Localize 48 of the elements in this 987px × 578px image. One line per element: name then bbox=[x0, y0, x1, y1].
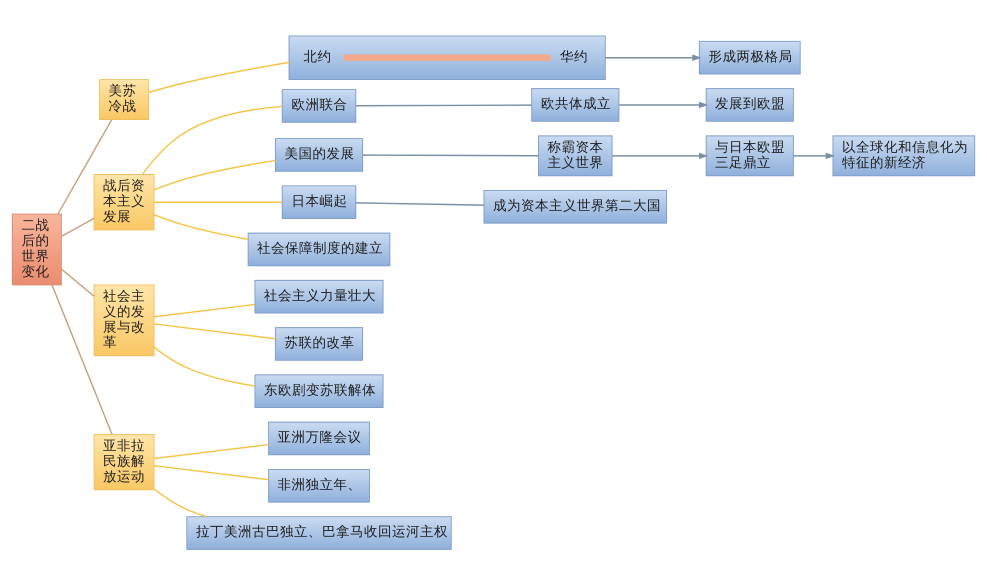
node-box: 成为资本主义世界第二大国 bbox=[484, 190, 668, 224]
cluster bbox=[288, 35, 606, 80]
node-box: 社会保障制度的建立 bbox=[248, 232, 390, 266]
connector bbox=[356, 104, 532, 106]
arrow bbox=[612, 152, 708, 160]
connector bbox=[154, 346, 255, 387]
node-text: 华约 bbox=[560, 48, 588, 65]
connector bbox=[154, 444, 269, 460]
arrow bbox=[605, 54, 702, 61]
node-box: 社会主义的发展与改革 bbox=[94, 284, 155, 356]
connector bbox=[154, 488, 206, 518]
node-box: 战后资本主义发展 bbox=[94, 174, 155, 230]
node-box: 社会主义力量壮大 bbox=[254, 280, 384, 314]
connector bbox=[154, 160, 276, 190]
node-box: 称霸资本主义世界 bbox=[538, 135, 613, 176]
node-box: 东欧剧变苏联解体 bbox=[254, 374, 384, 408]
node-box: 拉丁美洲古巴独立、巴拿马收回运河主权 bbox=[186, 516, 452, 550]
connector bbox=[142, 106, 282, 175]
node-box: 与日本欧盟三足鼎立 bbox=[706, 135, 794, 176]
arrow bbox=[794, 152, 835, 160]
connector bbox=[61, 268, 94, 297]
node-box: 以全球化和信息化为特征的新经济 bbox=[832, 135, 976, 176]
connector bbox=[344, 54, 551, 61]
connector bbox=[356, 202, 484, 206]
connector bbox=[148, 62, 290, 94]
connector bbox=[51, 284, 113, 434]
node-box: 二战后的世界变化 bbox=[12, 214, 62, 286]
connector bbox=[154, 201, 282, 203]
node-box: 日本崛起 bbox=[282, 185, 356, 220]
node-box: 亚洲万隆会议 bbox=[268, 422, 370, 456]
connector bbox=[154, 323, 276, 340]
node-box: 欧洲联合 bbox=[282, 89, 356, 123]
connector bbox=[362, 154, 538, 156]
node-box: 欧共体成立 bbox=[531, 88, 620, 122]
node-box: 发展到欧盟 bbox=[706, 88, 794, 122]
node-box: 亚非拉民族解放运动 bbox=[94, 434, 155, 490]
node-box: 形成两极格局 bbox=[698, 40, 801, 75]
node-box: 美苏冷战 bbox=[99, 79, 150, 120]
node-box: 非洲独立年、 bbox=[268, 468, 370, 503]
connector bbox=[61, 218, 94, 237]
node-box: 苏联的改革 bbox=[274, 327, 364, 361]
connector bbox=[57, 119, 112, 214]
node-text: 北约 bbox=[304, 48, 332, 65]
connector bbox=[154, 304, 255, 318]
node-box: 美国的发展 bbox=[274, 138, 364, 172]
arrow bbox=[619, 102, 708, 108]
connector bbox=[154, 464, 269, 480]
connector bbox=[154, 214, 248, 240]
